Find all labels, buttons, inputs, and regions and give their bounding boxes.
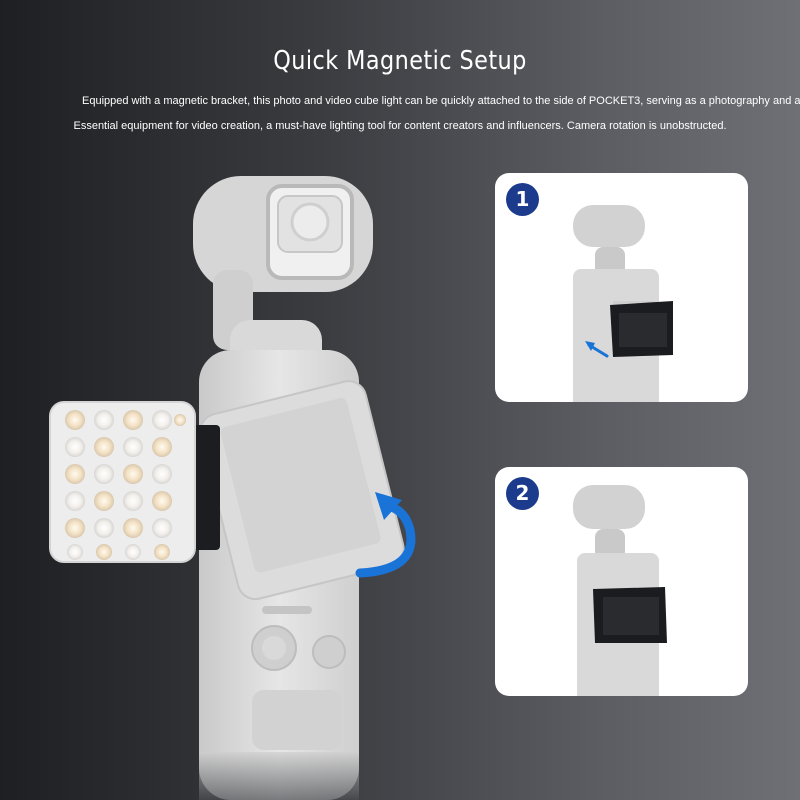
description-line-2: Essential equipment for video creation, … xyxy=(73,120,727,132)
led-cube-light xyxy=(49,401,220,563)
page-title: Quick Magnetic Setup xyxy=(273,46,527,76)
description-line-1: Equipped with a magnetic bracket, this p… xyxy=(82,95,800,107)
step-2-illustration xyxy=(573,485,667,696)
step-1-badge: 1 xyxy=(506,183,539,216)
step-2-badge: 2 xyxy=(506,477,539,510)
step-1-card: 1 xyxy=(495,173,748,402)
step-1-illustration xyxy=(573,205,673,402)
rotate-arrow-icon xyxy=(355,492,416,578)
gimbal-camera xyxy=(193,176,405,800)
hero-illustration xyxy=(49,176,416,800)
step-2-card: 2 xyxy=(495,467,748,696)
